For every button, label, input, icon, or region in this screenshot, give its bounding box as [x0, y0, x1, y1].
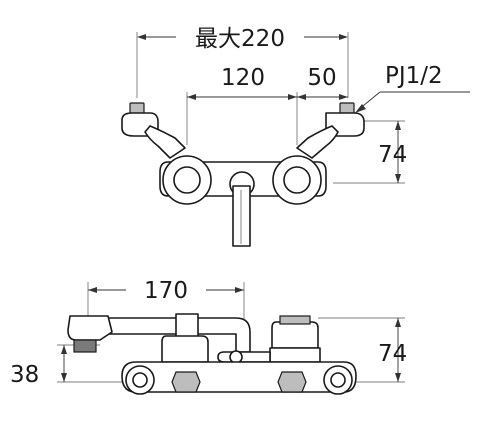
dim-drop: 38	[10, 344, 130, 388]
dim-spout-label: 170	[144, 278, 188, 304]
dim-overall-width: 最大220	[136, 22, 349, 98]
dim-center-label: 120	[221, 65, 265, 91]
dim-offset: 50	[297, 65, 348, 100]
dim-center-spacing: 120	[186, 65, 298, 145]
thread-callout: PJ1/2	[355, 63, 470, 113]
dim-offset-label: 50	[307, 65, 336, 91]
faucet-top-body	[121, 102, 365, 247]
dim-spout-reach: 170	[87, 274, 245, 345]
dim-height-side: 74	[318, 317, 407, 383]
side-view: 170 74 38	[10, 274, 407, 395]
dim-drop-label: 38	[10, 362, 39, 388]
dim-overall-label: 最大220	[195, 26, 285, 52]
dim-height-top-label: 74	[378, 142, 407, 168]
thread-label: PJ1/2	[385, 63, 443, 89]
faucet-side-body	[67, 313, 357, 395]
dim-height-top: 74	[333, 120, 407, 184]
dim-height-side-label: 74	[378, 341, 407, 367]
top-view: 最大220 120 50 PJ1/2	[121, 22, 470, 247]
